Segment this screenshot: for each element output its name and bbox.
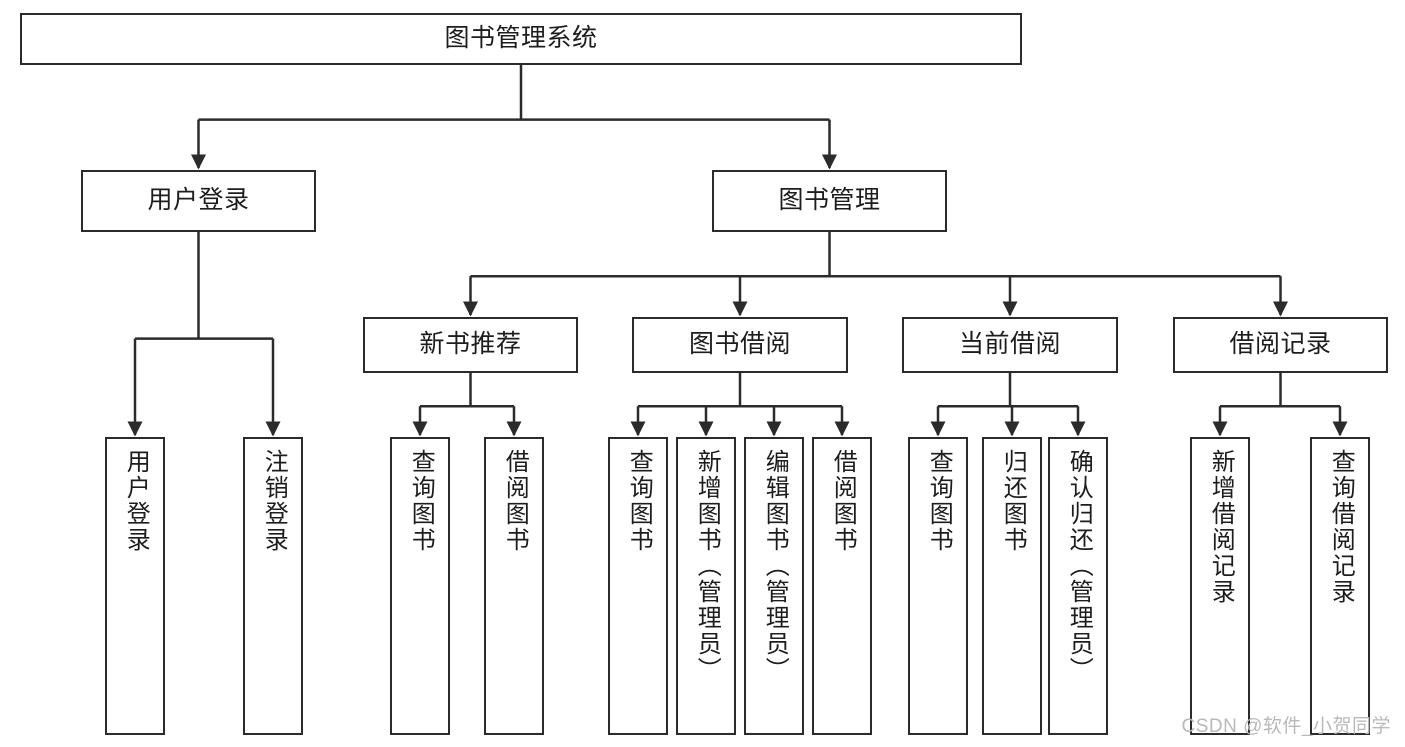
node-book-borrow[interactable]: 图书借阅	[632, 317, 848, 373]
node-label-leaf-confirm-return: 确认归还（管理员）	[1065, 449, 1093, 683]
node-leaf-edit-book[interactable]: 编辑图书（管理员）	[744, 437, 804, 735]
node-label-leaf-query-book-3: 查询图书	[925, 449, 953, 553]
node-leaf-borrow-book-2[interactable]: 借阅图书	[812, 437, 872, 735]
node-label-leaf-borrow-book-1: 借阅图书	[501, 449, 529, 553]
node-label-user-login: 用户登录	[147, 186, 250, 215]
node-label-leaf-return-book: 归还图书	[999, 449, 1027, 553]
node-leaf-confirm-return[interactable]: 确认归还（管理员）	[1048, 437, 1108, 735]
node-label-current-borrow: 当前借阅	[958, 330, 1061, 359]
node-label-leaf-add-record: 新增借阅记录	[1207, 449, 1235, 605]
node-label-book-manage: 图书管理	[778, 186, 881, 215]
node-label-leaf-query-book-1: 查询图书	[407, 449, 435, 553]
node-current-borrow[interactable]: 当前借阅	[902, 317, 1118, 373]
node-label-leaf-query-record: 查询借阅记录	[1327, 449, 1355, 605]
node-label-new-book-recommend: 新书推荐	[419, 330, 522, 359]
node-new-book-recommend[interactable]: 新书推荐	[363, 317, 578, 373]
node-label-leaf-user-logout: 注销登录	[260, 449, 288, 553]
node-user-login[interactable]: 用户登录	[81, 170, 316, 232]
node-label-borrow-record: 借阅记录	[1229, 330, 1332, 359]
node-label-leaf-borrow-book-2: 借阅图书	[829, 449, 857, 553]
node-borrow-record[interactable]: 借阅记录	[1173, 317, 1388, 373]
node-leaf-add-record[interactable]: 新增借阅记录	[1190, 437, 1250, 735]
node-label-leaf-user-login: 用户登录	[122, 449, 150, 553]
node-leaf-return-book[interactable]: 归还图书	[982, 437, 1042, 735]
node-leaf-user-login[interactable]: 用户登录	[105, 437, 165, 735]
node-root[interactable]: 图书管理系统	[20, 13, 1022, 65]
node-label-leaf-query-book-2: 查询图书	[625, 449, 653, 553]
node-label-root: 图书管理系统	[444, 24, 598, 53]
node-label-leaf-edit-book: 编辑图书（管理员）	[761, 449, 789, 683]
node-book-manage[interactable]: 图书管理	[712, 170, 947, 232]
node-leaf-query-book-2[interactable]: 查询图书	[608, 437, 668, 735]
node-leaf-query-book-1[interactable]: 查询图书	[390, 437, 450, 735]
node-label-book-borrow: 图书借阅	[688, 330, 791, 359]
node-leaf-query-record[interactable]: 查询借阅记录	[1310, 437, 1370, 735]
node-leaf-user-logout[interactable]: 注销登录	[243, 437, 303, 735]
node-label-leaf-add-book: 新增图书（管理员）	[693, 449, 721, 683]
node-leaf-borrow-book-1[interactable]: 借阅图书	[484, 437, 544, 735]
node-leaf-add-book[interactable]: 新增图书（管理员）	[676, 437, 736, 735]
node-leaf-query-book-3[interactable]: 查询图书	[908, 437, 968, 735]
